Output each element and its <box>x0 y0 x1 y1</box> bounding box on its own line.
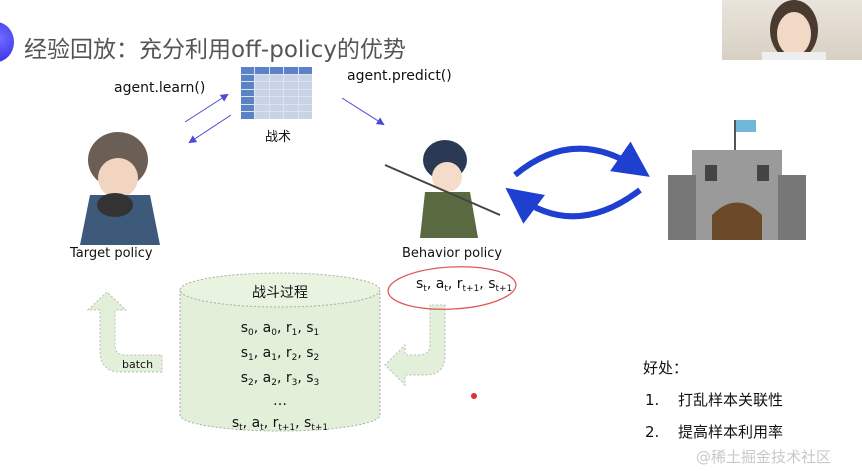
title-bullet <box>0 22 14 62</box>
t-a: , a <box>426 276 445 292</box>
castle-image <box>668 120 806 240</box>
memory-row: s2, a2, r3, s3 <box>240 370 320 388</box>
t-s2-sub: t+1 <box>495 284 513 294</box>
laser-pointer-dot <box>471 393 477 399</box>
memory-row: s0, a0, r1, s1 <box>240 320 320 338</box>
behavior-policy-label: Behavior policy <box>402 246 503 261</box>
cycle-arrow-bottom <box>505 187 642 224</box>
agent-predict-label: agent.predict() <box>347 68 452 84</box>
target-policy-label: Target policy <box>70 246 153 261</box>
t-a-sub: t <box>444 284 448 294</box>
benefit-item-1: 1.打乱样本关联性 <box>645 391 784 409</box>
learn-arrow-down <box>188 114 232 144</box>
batch-arrow <box>86 291 163 373</box>
target-policy-character <box>80 132 160 245</box>
learn-arrow-up <box>184 93 229 123</box>
t-s2: , s <box>479 276 496 292</box>
cycle-arrow-top <box>513 141 650 178</box>
watermark: @稀土掘金技术社区 <box>696 448 832 466</box>
replay-memory-cylinder <box>179 272 381 432</box>
benefit-item-2: 2.提高样本利用率 <box>645 423 784 441</box>
q-table-image <box>241 67 312 119</box>
memory-rows: s0, a0, r1, s1 s1, a1, r2, s2 s2, a2, r3… <box>180 318 380 438</box>
t-s: s <box>416 276 424 292</box>
transition-label: st, at, rt+1, st+1 <box>416 276 512 294</box>
memory-row: s1, a1, r2, s2 <box>240 345 320 363</box>
memory-ellipsis: … <box>273 393 287 409</box>
batch-label: batch <box>122 358 154 371</box>
webcam-video <box>722 0 862 60</box>
t-s-sub: t <box>423 284 427 294</box>
predict-arrow <box>341 97 385 126</box>
table-caption: 战术 <box>265 130 292 145</box>
memory-row-last: st, at, rt+1, st+1 <box>231 415 329 433</box>
store-arrow <box>384 304 446 387</box>
t-r: , r <box>447 276 463 292</box>
behavior-policy-character <box>384 140 501 238</box>
t-r-sub: t+1 <box>462 284 480 294</box>
memory-title: 战斗过程 <box>252 285 308 301</box>
slide-title: 经验回放：充分利用off-policy的优势 <box>24 37 406 63</box>
benefits-title: 好处： <box>643 359 689 377</box>
circle-annotation <box>387 266 517 310</box>
agent-learn-label: agent.learn() <box>114 80 206 96</box>
